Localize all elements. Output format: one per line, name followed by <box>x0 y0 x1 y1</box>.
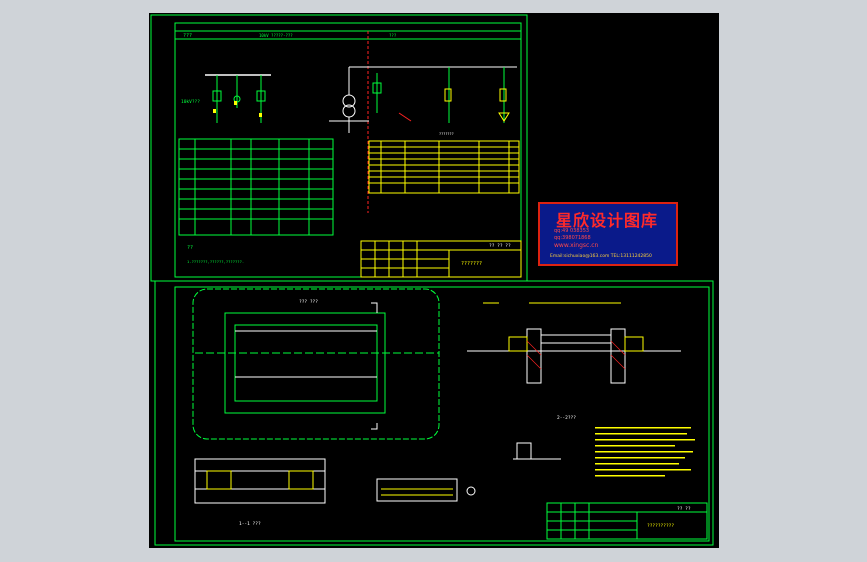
notes-title: ?? <box>187 245 193 251</box>
title-block-name-2: ?????????? <box>647 523 674 529</box>
section-label: 10kV??? <box>181 99 200 105</box>
title-block-name-1: ??????? <box>461 261 482 267</box>
logo-qq-2: qq:398071868 <box>554 235 591 241</box>
header-left: ??? <box>183 33 192 39</box>
header-mid: 10kV ?????-??? <box>259 33 293 38</box>
title-block-code-1: ?? ?? ?? <box>489 243 511 249</box>
sheet-top: ??? 10kV ?????-??? ??? 10kV??? <box>150 14 528 282</box>
notes-line: 1.???????,??????,???????. <box>187 259 244 264</box>
plan-label: ??? ??? <box>299 299 318 305</box>
watermark-logo: 星欣设计图库 qq:49 038353 qq:398071868 www.xin… <box>538 202 678 266</box>
table-caption: ??????? <box>439 132 454 136</box>
cad-viewport[interactable]: ??? 10kV ?????-??? ??? 10kV??? <box>149 13 719 548</box>
title-block-code-2: ?? ?? <box>677 506 691 512</box>
section-1-1-label: 1--1 ??? <box>239 521 261 527</box>
logo-website: www.xingsc.cn <box>554 242 599 249</box>
logo-qq-1: qq:49 038353 <box>554 228 590 234</box>
section-2-2-label: 2--2??? <box>557 415 576 421</box>
logo-title: 星欣设计图库 <box>556 211 659 230</box>
sheet-bottom: ??? ??? 2--2??? <box>154 280 714 546</box>
logo-contact: Email:sichuxiao@163.com TEL:13111242850 <box>550 254 652 259</box>
header-right: ??? <box>389 33 397 38</box>
